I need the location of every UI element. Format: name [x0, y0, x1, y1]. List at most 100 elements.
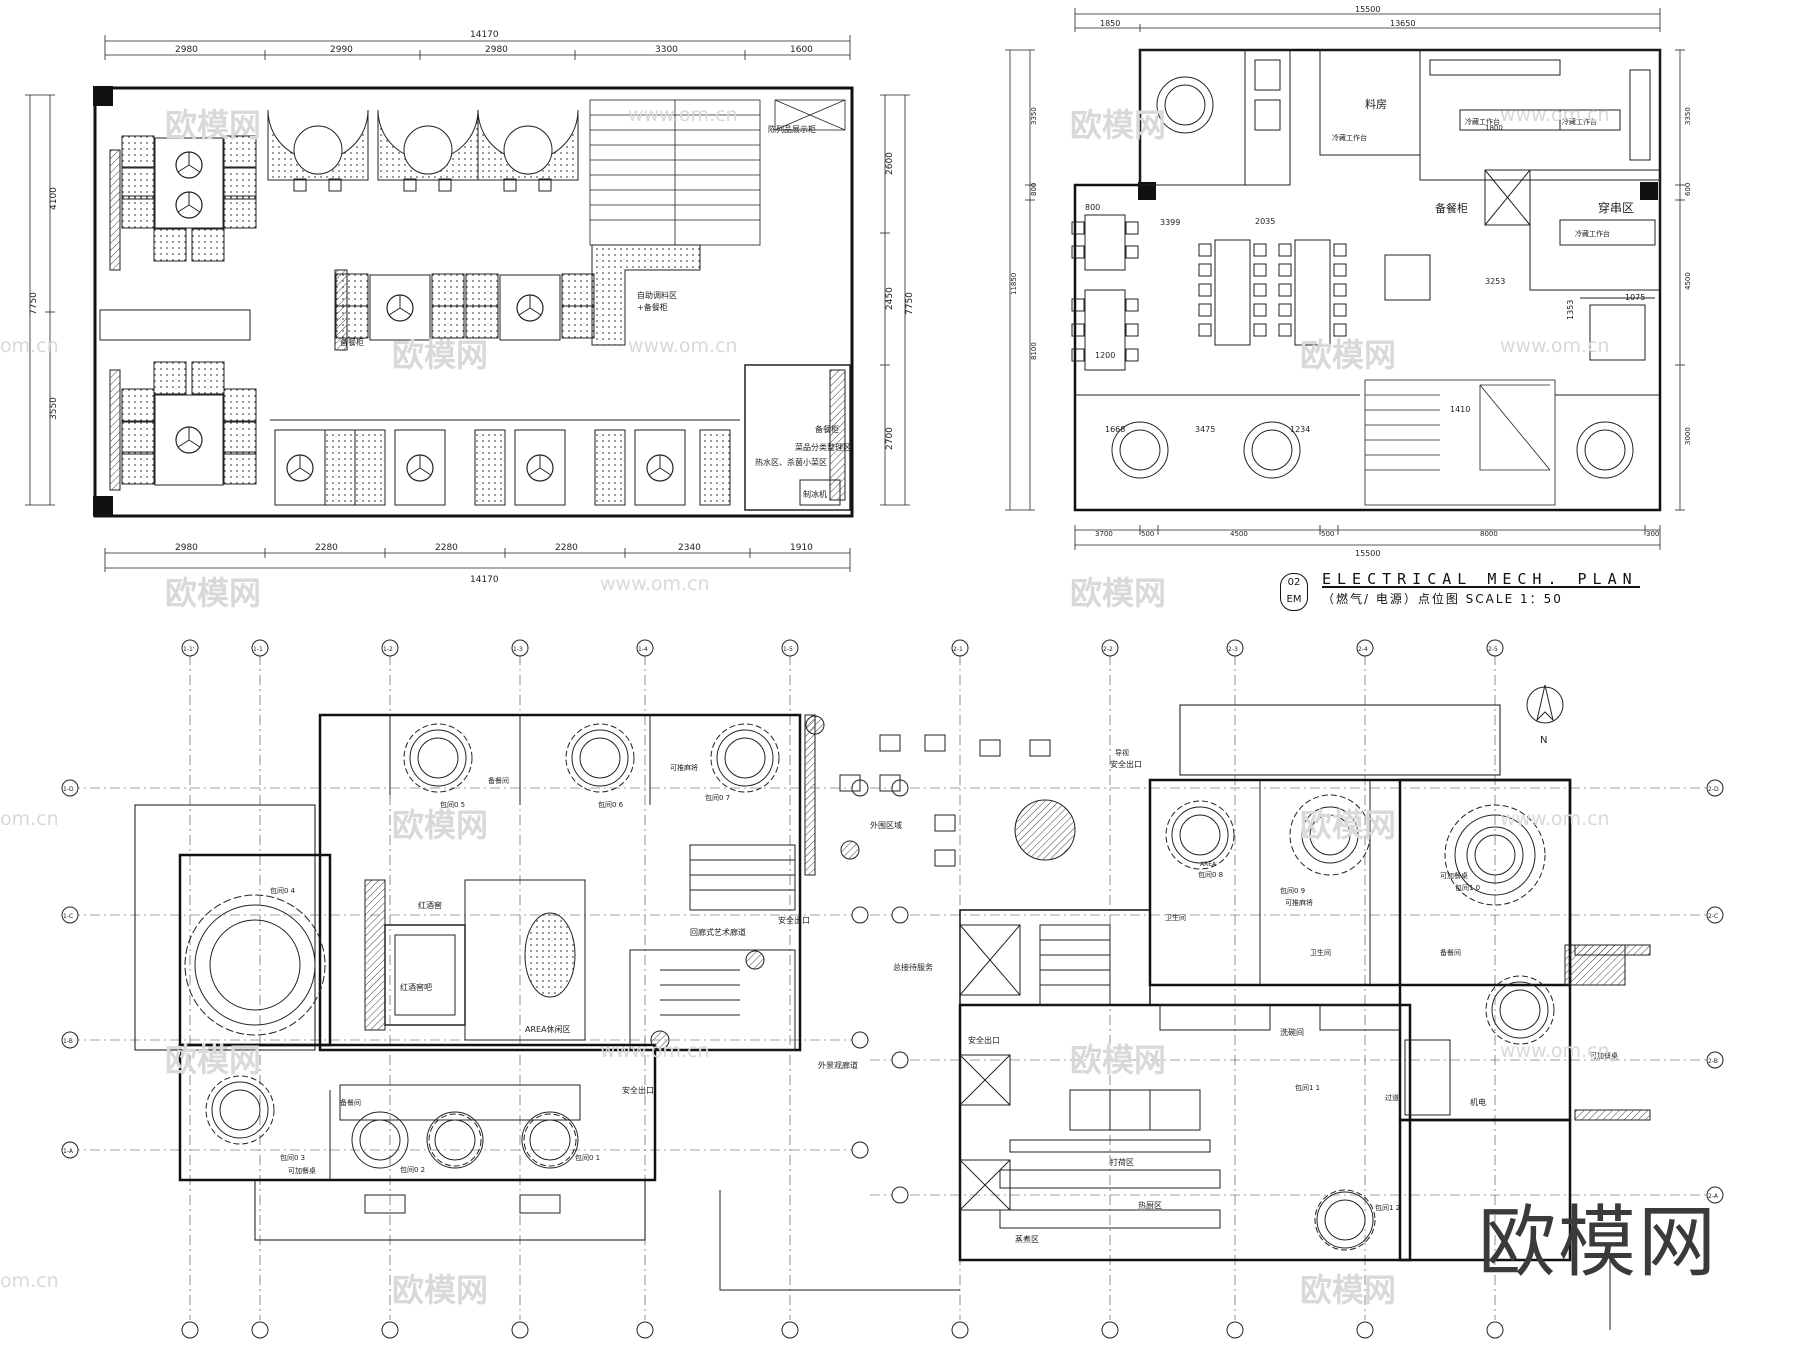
plan-b-dim-right-1: 600	[1684, 183, 1692, 196]
plan-b-dim-bottom-5: 300	[1646, 530, 1659, 538]
plan-c-planter	[804, 714, 816, 876]
plan-a-shelf	[829, 369, 846, 501]
label-wash: 洗碗间	[1280, 1027, 1304, 1037]
plan-b-dim-d12: 800	[1085, 203, 1100, 212]
plan-a-dim-right-2: 2700	[885, 427, 895, 450]
plan-b-dim-left-1: 800	[1030, 183, 1038, 196]
plan-b-dim-d4: 1200	[1095, 351, 1115, 360]
plan-a-dims-left	[25, 94, 910, 506]
plan-b-dim-right-2: 4500	[1684, 272, 1692, 290]
grid-label-top-2: 1-2	[383, 646, 393, 653]
plan-b-dim-d2: 2035	[1255, 217, 1275, 226]
room-label-r7: 包间0 1	[575, 1153, 600, 1162]
plan-b-dim-top-1: 13650	[1390, 19, 1415, 28]
label-guide: 导视	[1115, 748, 1129, 757]
label-wc2: 卫生间	[1310, 948, 1331, 957]
plan-b-dim-d8: 1353	[1566, 300, 1575, 320]
drawing-tag-top: 02	[1287, 577, 1301, 588]
room-label-r4: 包间0 4	[270, 886, 296, 895]
label-exit4: 安全出口	[1110, 759, 1142, 769]
grid-label-side-0: 1-D	[63, 786, 74, 793]
plan-b-label-backup: 备餐柜	[1435, 201, 1468, 215]
room-label-r12: 包间1 2	[1375, 1203, 1400, 1212]
label-exit2: 安全出口	[622, 1085, 654, 1095]
plan-a-dim-top-2: 2980	[485, 45, 508, 55]
plan-a-divider	[99, 309, 251, 341]
grid-label-top-10: 2-5	[1488, 646, 1498, 653]
grid-label-top-9: 2-4	[1358, 646, 1368, 653]
plan-b-dim-d9: 1410	[1450, 405, 1470, 414]
room-label-r2: 包间0 6	[598, 800, 624, 809]
plan-b-dim-bottom-total: 15500	[1355, 549, 1380, 558]
plan-b-dim-d3: 3253	[1485, 277, 1505, 286]
plan-a-bottom-booths	[270, 419, 740, 506]
plan-a-dim-bottom-1: 2280	[315, 543, 338, 553]
plan-c-left-building	[134, 713, 802, 1241]
plan-b-label-skewer: 穿串区	[1598, 200, 1634, 215]
plan-a-ice-machine	[799, 479, 841, 506]
plan-b-label-cold4: 冷藏工作台	[1575, 229, 1610, 238]
plan-a-label-backup-cabinet: 备餐柜	[340, 337, 364, 347]
label-corridor: 过道	[1385, 1093, 1399, 1102]
plan-b-dim-right-3: 3000	[1684, 427, 1692, 445]
plan-a: 14170 2980 2990 2980 3300 1600	[25, 30, 915, 585]
plan-b-column	[1138, 182, 1156, 200]
label-winebar: 红酒窖吧	[400, 982, 432, 992]
grid-label-side-6: 2-B	[1708, 1058, 1718, 1065]
plan-a-label-backup: +备餐柜	[637, 302, 668, 312]
grid-label-top-0: 1-1'	[183, 646, 195, 653]
plan-a-dining-cluster	[109, 361, 257, 491]
plan-c: 1-1' 1-1 1-2 1-3 1-4 1-5 2-1 2-2 2-3 2-4…	[61, 639, 1724, 1339]
plan-a-dim-right-0: 2600	[885, 152, 895, 175]
grid-label-side-7: 2-A	[1708, 1193, 1719, 1200]
grid-label-top-4: 1-4	[638, 646, 648, 653]
grid-label-side-3: 1-A	[63, 1148, 74, 1155]
drawing-tag-bottom: EM	[1286, 594, 1302, 605]
grid-label-side-2: 1-B	[63, 1038, 73, 1045]
plan-c-outdoor-tables	[839, 734, 1076, 867]
brand-watermark: 欧模网	[1478, 1198, 1719, 1288]
plant-icon	[840, 840, 860, 860]
plan-b-dim-right-0: 3350	[1684, 107, 1692, 125]
plan-b-dim-d1: 3399	[1160, 218, 1180, 227]
plan-c-private-rooms	[184, 715, 796, 1214]
label-hot: 热厨区	[1138, 1200, 1162, 1210]
plan-a-dim-top-0: 2980	[175, 45, 198, 55]
label-rest: AREA休闲区	[525, 1024, 571, 1034]
grid-label-top-1: 1-1	[253, 646, 263, 653]
plan-a-dims-bottom	[104, 548, 851, 572]
plan-b-dim-d5: 1800	[1485, 124, 1503, 132]
plant-icon	[805, 715, 825, 735]
plan-a-dining-cluster	[109, 135, 257, 271]
grid-label-top-8: 2-3	[1228, 646, 1238, 653]
label-add2: 可加餐桌	[1440, 871, 1468, 880]
drawing-title: ELECTRICAL MECH. PLAN	[1322, 570, 1638, 588]
grid-label-top-5: 1-5	[783, 646, 793, 653]
drawing-subtitle: （燃气/ 电源）点位图 SCALE 1：50	[1322, 592, 1563, 606]
label-service: 总接待服务	[893, 962, 933, 972]
room-label-r11: 包间1 1	[1295, 1083, 1320, 1092]
label-mahjong: 可推麻将	[670, 763, 698, 772]
label-add: 可加餐桌	[288, 1166, 316, 1175]
plan-a-dim-bottom-0: 2980	[175, 543, 198, 553]
plan-b-dim-d6: 3475	[1195, 425, 1215, 434]
plan-a-dim-top-4: 1600	[790, 45, 813, 55]
plan-a-dim-right-1: 2450	[885, 287, 895, 310]
grid-label-top-3: 1-3	[513, 646, 523, 653]
plan-b-dim-bottom-2: 4500	[1230, 530, 1248, 538]
plan-b-long-tables	[1071, 214, 1655, 371]
plan-a-counter	[591, 244, 701, 346]
plan-a-dims-top	[104, 35, 851, 60]
plan-b-dim-top-total: 15500	[1355, 5, 1380, 14]
label-outdoor: 外围区域	[870, 820, 902, 830]
plan-b-dim-bottom-4: 8000	[1480, 530, 1498, 538]
label-prep: 备餐间	[488, 776, 509, 785]
plan-a-label-display-cabinet: 陈列品展示柜	[768, 124, 816, 134]
plan-a-round-booths	[267, 109, 579, 192]
plan-a-label-backup-cabinet2: 备餐柜	[815, 424, 839, 434]
plan-b-dim-d11: 1234	[1290, 425, 1310, 434]
label-wc: 卫生间	[1165, 913, 1186, 922]
plan-b-dims-side	[1005, 49, 1685, 511]
grid-label-side-4: 2-D	[1708, 786, 1719, 793]
